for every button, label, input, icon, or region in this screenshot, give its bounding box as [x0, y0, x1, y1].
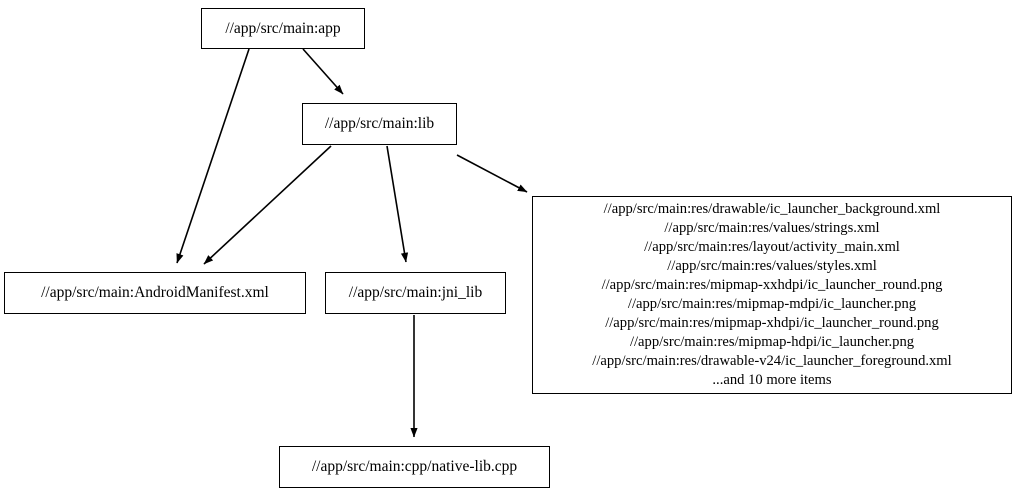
- graph-node-resources-aggregate-label: //app/src/main:res/drawable/ic_launcher_…: [592, 200, 952, 389]
- edge-lib-to-manifest: [203, 145, 332, 265]
- graph-node-app-label: //app/src/main:app: [225, 19, 341, 37]
- graph-node-native-lib-cpp[interactable]: //app/src/main:cpp/native-lib.cpp: [279, 446, 550, 488]
- graph-node-native-lib-cpp-label: //app/src/main:cpp/native-lib.cpp: [311, 458, 518, 476]
- graph-node-lib-label: //app/src/main:lib: [324, 115, 435, 133]
- graph-node-lib[interactable]: //app/src/main:lib: [302, 103, 457, 145]
- graph-node-jni-lib-label: //app/src/main:jni_lib: [348, 284, 483, 302]
- edge-lib-to-jni-lib: [386, 145, 409, 263]
- graph-node-resources-aggregate[interactable]: //app/src/main:res/drawable/ic_launcher_…: [532, 196, 1012, 394]
- edge-lib-to-resources: [456, 154, 528, 193]
- edge-app-to-lib: [302, 48, 344, 95]
- edge-app-to-manifest: [176, 48, 250, 264]
- graph-node-android-manifest[interactable]: //app/src/main:AndroidManifest.xml: [4, 272, 306, 314]
- graph-node-app[interactable]: //app/src/main:app: [201, 8, 365, 49]
- graph-node-jni-lib[interactable]: //app/src/main:jni_lib: [325, 272, 506, 314]
- graph-node-android-manifest-label: //app/src/main:AndroidManifest.xml: [41, 284, 269, 302]
